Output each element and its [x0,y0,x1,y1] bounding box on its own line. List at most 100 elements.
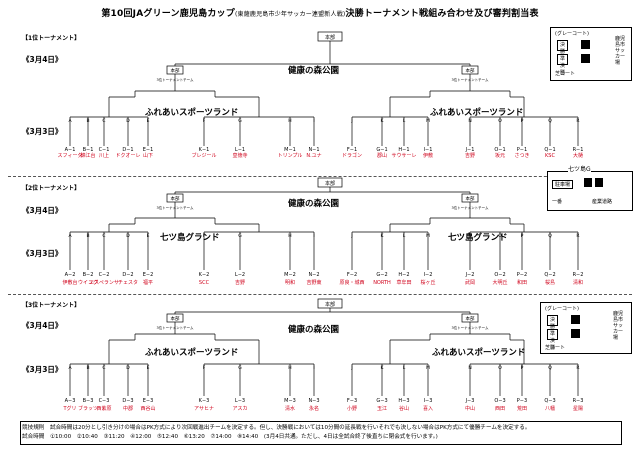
seed-letter: F [203,233,206,239]
team-code: N−3 [308,398,319,404]
right-semi-box [461,193,479,203]
section-divider [8,176,632,177]
team-name: 吉野 [465,152,475,159]
team-name: サウサーレ [391,152,416,159]
team-code: N−2 [308,272,319,278]
team-code: I−3 [424,398,433,404]
day3-label-3: 《3月3日》 [22,365,63,374]
team-name: 中郡 [123,405,133,412]
team-name: アサヒナ [194,406,214,412]
seed-letter: N [468,118,471,124]
team-code: B−2 [83,272,94,278]
team-name: ブレジール [191,152,216,159]
team-name: トリンプル [278,153,303,159]
team-code: M−1 [284,147,296,153]
seed-letter: D [126,118,130,124]
final-hq-label: 本部 [325,180,335,187]
team-name: 清和 [573,279,583,286]
team-code: L−2 [235,272,245,278]
day3-label-2: 《3月3日》 [22,249,63,258]
team-code: H−1 [398,147,409,153]
seed-letter: A [68,233,72,239]
team-name: チェスタ [118,279,138,286]
team-code: O−1 [494,147,505,153]
seed-letter: M [426,118,430,124]
team-name: 伊敷台 [62,279,77,286]
seed-letter: D [126,233,130,239]
team-code: F−1 [347,147,357,153]
day4-label-2: 《3月4日》 [22,206,63,215]
team-name: 桜ヶ丘 [420,279,435,286]
team-name: 吉野 [235,279,245,286]
seed-letter: L [403,365,406,371]
team-name: SCC [199,280,210,286]
right-semi-note: 3位トーナメントチーム [451,325,489,330]
team-name: 郡山 [377,152,387,159]
team-code: P−3 [517,398,527,404]
team-code: P−1 [517,147,527,153]
team-code: D−3 [122,398,133,404]
seed-letter: H [288,233,291,239]
seed-letter: I [313,118,314,124]
left-semi-note: 3位トーナメントチーム [156,205,194,210]
team-code: B−1 [83,147,94,153]
seed-letter: D [126,365,130,371]
final-venue-1: 健康の森公園 [288,66,340,76]
seed-letter: F [203,118,206,124]
team-name: 清水 [285,405,295,412]
team-code: R−3 [573,398,584,404]
right-semi-hq: 本部 [466,195,475,202]
right-semi-hq: 本部 [466,315,475,322]
left-semi-hq: 本部 [171,67,180,74]
seed-letter: R [576,118,579,124]
team-name: 星陽 [573,405,583,412]
right-semi-box [461,65,479,75]
team-code: H−2 [398,272,409,278]
team-code: G−2 [376,272,387,278]
seed-letter: C [102,118,105,124]
seed-letter: E [147,118,150,124]
section-2-label: 【2位トーナメント】 [22,185,81,192]
team-name: 西紫原 [96,406,111,412]
team-code: Q−2 [544,272,555,278]
seed-letter: J [350,233,352,239]
team-code: C−1 [99,147,110,153]
team-name: 原良・城西 [339,279,364,286]
team-name: 坂元 [495,152,505,159]
seed-letter: N [468,365,471,371]
team-name: 八幡 [545,405,555,412]
seed-letter: N [468,233,471,239]
left-semi-box [166,65,184,75]
right-semi-note: 3位トーナメントチーム [451,205,489,210]
seed-letter: K [381,365,385,371]
seed-letter: C [102,233,105,239]
team-code: Q−1 [544,147,555,153]
team-name: 荒田 [517,405,527,412]
seed-letter: L [403,118,406,124]
section-3-label: 【3位トーナメント】 [22,302,81,309]
team-code: C−3 [99,398,110,404]
seed-letter: P [521,118,524,124]
seed-letter: G [238,365,242,371]
team-code: O−3 [494,398,505,404]
team-code: N−1 [308,147,319,153]
left-venue-3: ふれあいスポーツランド [145,348,239,358]
seed-letter: M [426,365,430,371]
team-name: 中山 [465,405,475,412]
seed-letter: Q [548,365,552,371]
team-code: A−3 [65,398,76,404]
team-name: 川上 [99,152,109,159]
team-name: 喜入 [423,405,433,412]
seed-letter: A [68,118,72,124]
team-name: 皇徳寺 [232,152,247,159]
final-hq-label: 本部 [325,301,335,308]
right-semi-hq: 本部 [466,67,475,74]
team-name: 大樋 [573,152,583,159]
seed-letter: J [350,365,352,371]
team-code: K−3 [199,398,210,404]
left-semi-hq: 本部 [171,195,180,202]
team-name: ブラッツ [78,405,98,412]
team-code: R−2 [573,272,584,278]
